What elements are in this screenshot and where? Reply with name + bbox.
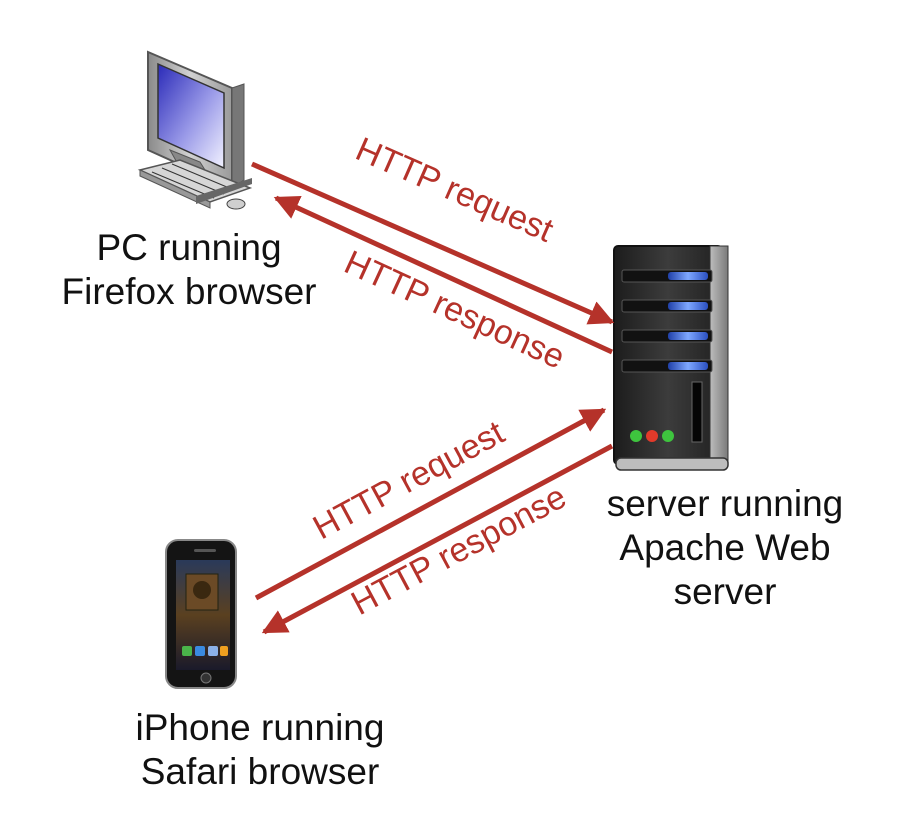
tower-server-icon: [613, 245, 729, 471]
iphone-response-arrow: [261, 443, 614, 635]
smartphone-icon: [165, 539, 237, 689]
server-label-line: server: [673, 571, 777, 612]
pc-response-arrow: [273, 195, 614, 355]
iphone-label-line: Safari browser: [140, 751, 380, 792]
pc-node-label: PC running Firefox browser: [24, 226, 354, 314]
pc-request-arrow: [250, 161, 615, 325]
desktop-computer-icon: [137, 50, 253, 210]
pc-request-label: HTTP request: [350, 130, 559, 250]
iphone-node-label: iPhone running Safari browser: [95, 706, 425, 794]
server-label-line: Apache Web: [619, 527, 831, 568]
server-node-label: server running Apache Web server: [575, 482, 875, 614]
pc-response-label: HTTP response: [339, 243, 571, 376]
iphone-request-arrow: [254, 407, 607, 601]
pc-label-line: Firefox browser: [61, 271, 317, 312]
iphone-label-line: iPhone running: [135, 707, 385, 748]
pc-label-line: PC running: [96, 227, 282, 268]
server-label-line: server running: [606, 483, 844, 524]
